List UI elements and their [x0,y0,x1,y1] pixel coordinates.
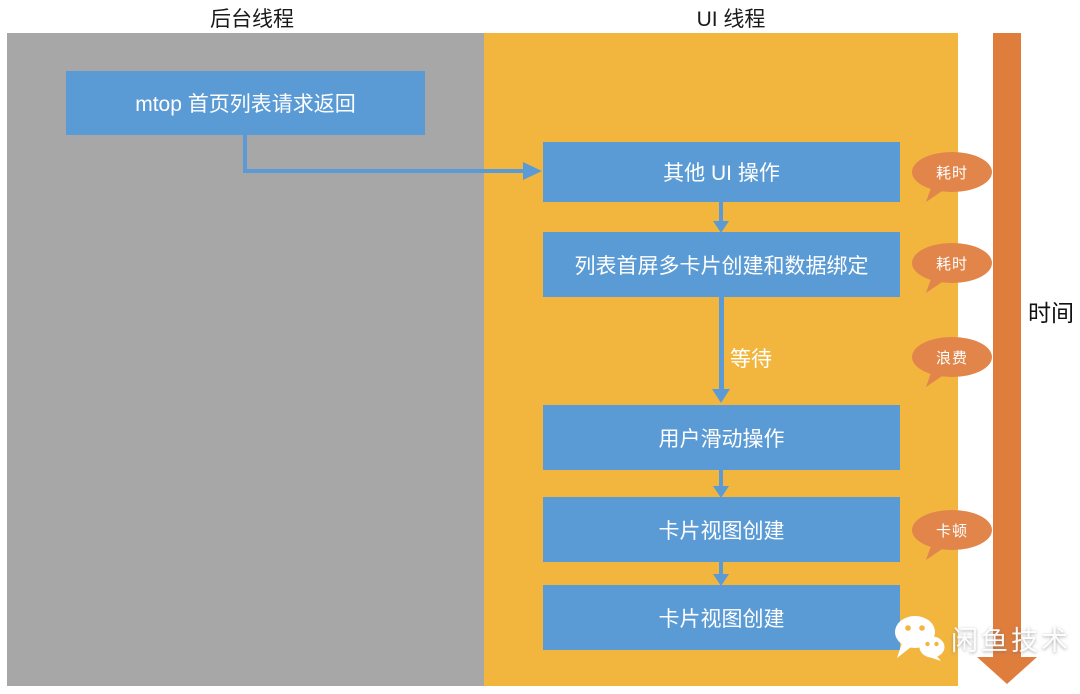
time-axis-arrowhead-icon [977,657,1037,684]
callout-tail-icon [926,185,948,202]
process-box-label: 用户滑动操作 [658,427,785,451]
watermark-text: 闲鱼技术 [951,625,1071,656]
callout-label: 卡顿 [935,522,968,540]
connector-line-vertical [243,135,247,171]
wechat-icon [895,616,945,661]
connector-arrowhead-right-icon [523,162,542,180]
callout-tail-icon [926,370,948,387]
process-box-label: 列表首屏多卡片创建和数据绑定 [574,254,869,278]
flow-arrow-line [719,562,723,575]
callout-label: 耗时 [935,255,968,273]
callout-bubble-waste: 浪费 [912,337,992,387]
process-box-mtop-return: mtop 首页列表请求返回 [66,71,425,135]
callout-label: 浪费 [935,349,968,367]
lane-label-background-thread: 后台线程 [210,8,294,31]
wait-arrow-line [719,297,724,390]
flow-arrow-line [719,202,723,222]
time-axis-label: 时间 [1028,300,1074,326]
callout-label: 耗时 [935,164,968,182]
process-box-other-ui: 其他 UI 操作 [543,142,900,202]
flow-arrow-line [719,470,723,487]
process-box-label: 卡片视图创建 [658,607,785,631]
process-box-user-scroll: 用户滑动操作 [543,405,900,470]
process-box-label: mtop 首页列表请求返回 [135,93,356,116]
time-axis-arrow-bar [993,33,1021,657]
callout-bubble-time-consuming-2: 耗时 [912,243,992,293]
flow-arrow-down-icon [713,574,729,586]
process-box-label: 卡片视图创建 [658,519,785,543]
process-box-first-screen-bind: 列表首屏多卡片创建和数据绑定 [543,232,900,297]
watermark: 闲鱼技术 [893,615,1071,661]
callout-bubble-time-consuming-1: 耗时 [912,152,992,202]
callout-tail-icon [926,543,948,560]
process-box-card-view-create-1: 卡片视图创建 [543,497,900,562]
wait-arrow-down-icon [712,389,730,403]
connector-line-horizontal [243,169,523,173]
callout-bubble-jank: 卡顿 [912,510,992,560]
process-box-label: 其他 UI 操作 [663,162,780,185]
lane-label-ui-thread: UI 线程 [696,8,766,31]
flow-arrow-down-icon [713,486,729,498]
process-box-card-view-create-2: 卡片视图创建 [543,585,900,650]
callout-tail-icon [926,276,948,293]
flow-arrow-down-icon [713,221,729,233]
wait-label: 等待 [730,348,772,371]
